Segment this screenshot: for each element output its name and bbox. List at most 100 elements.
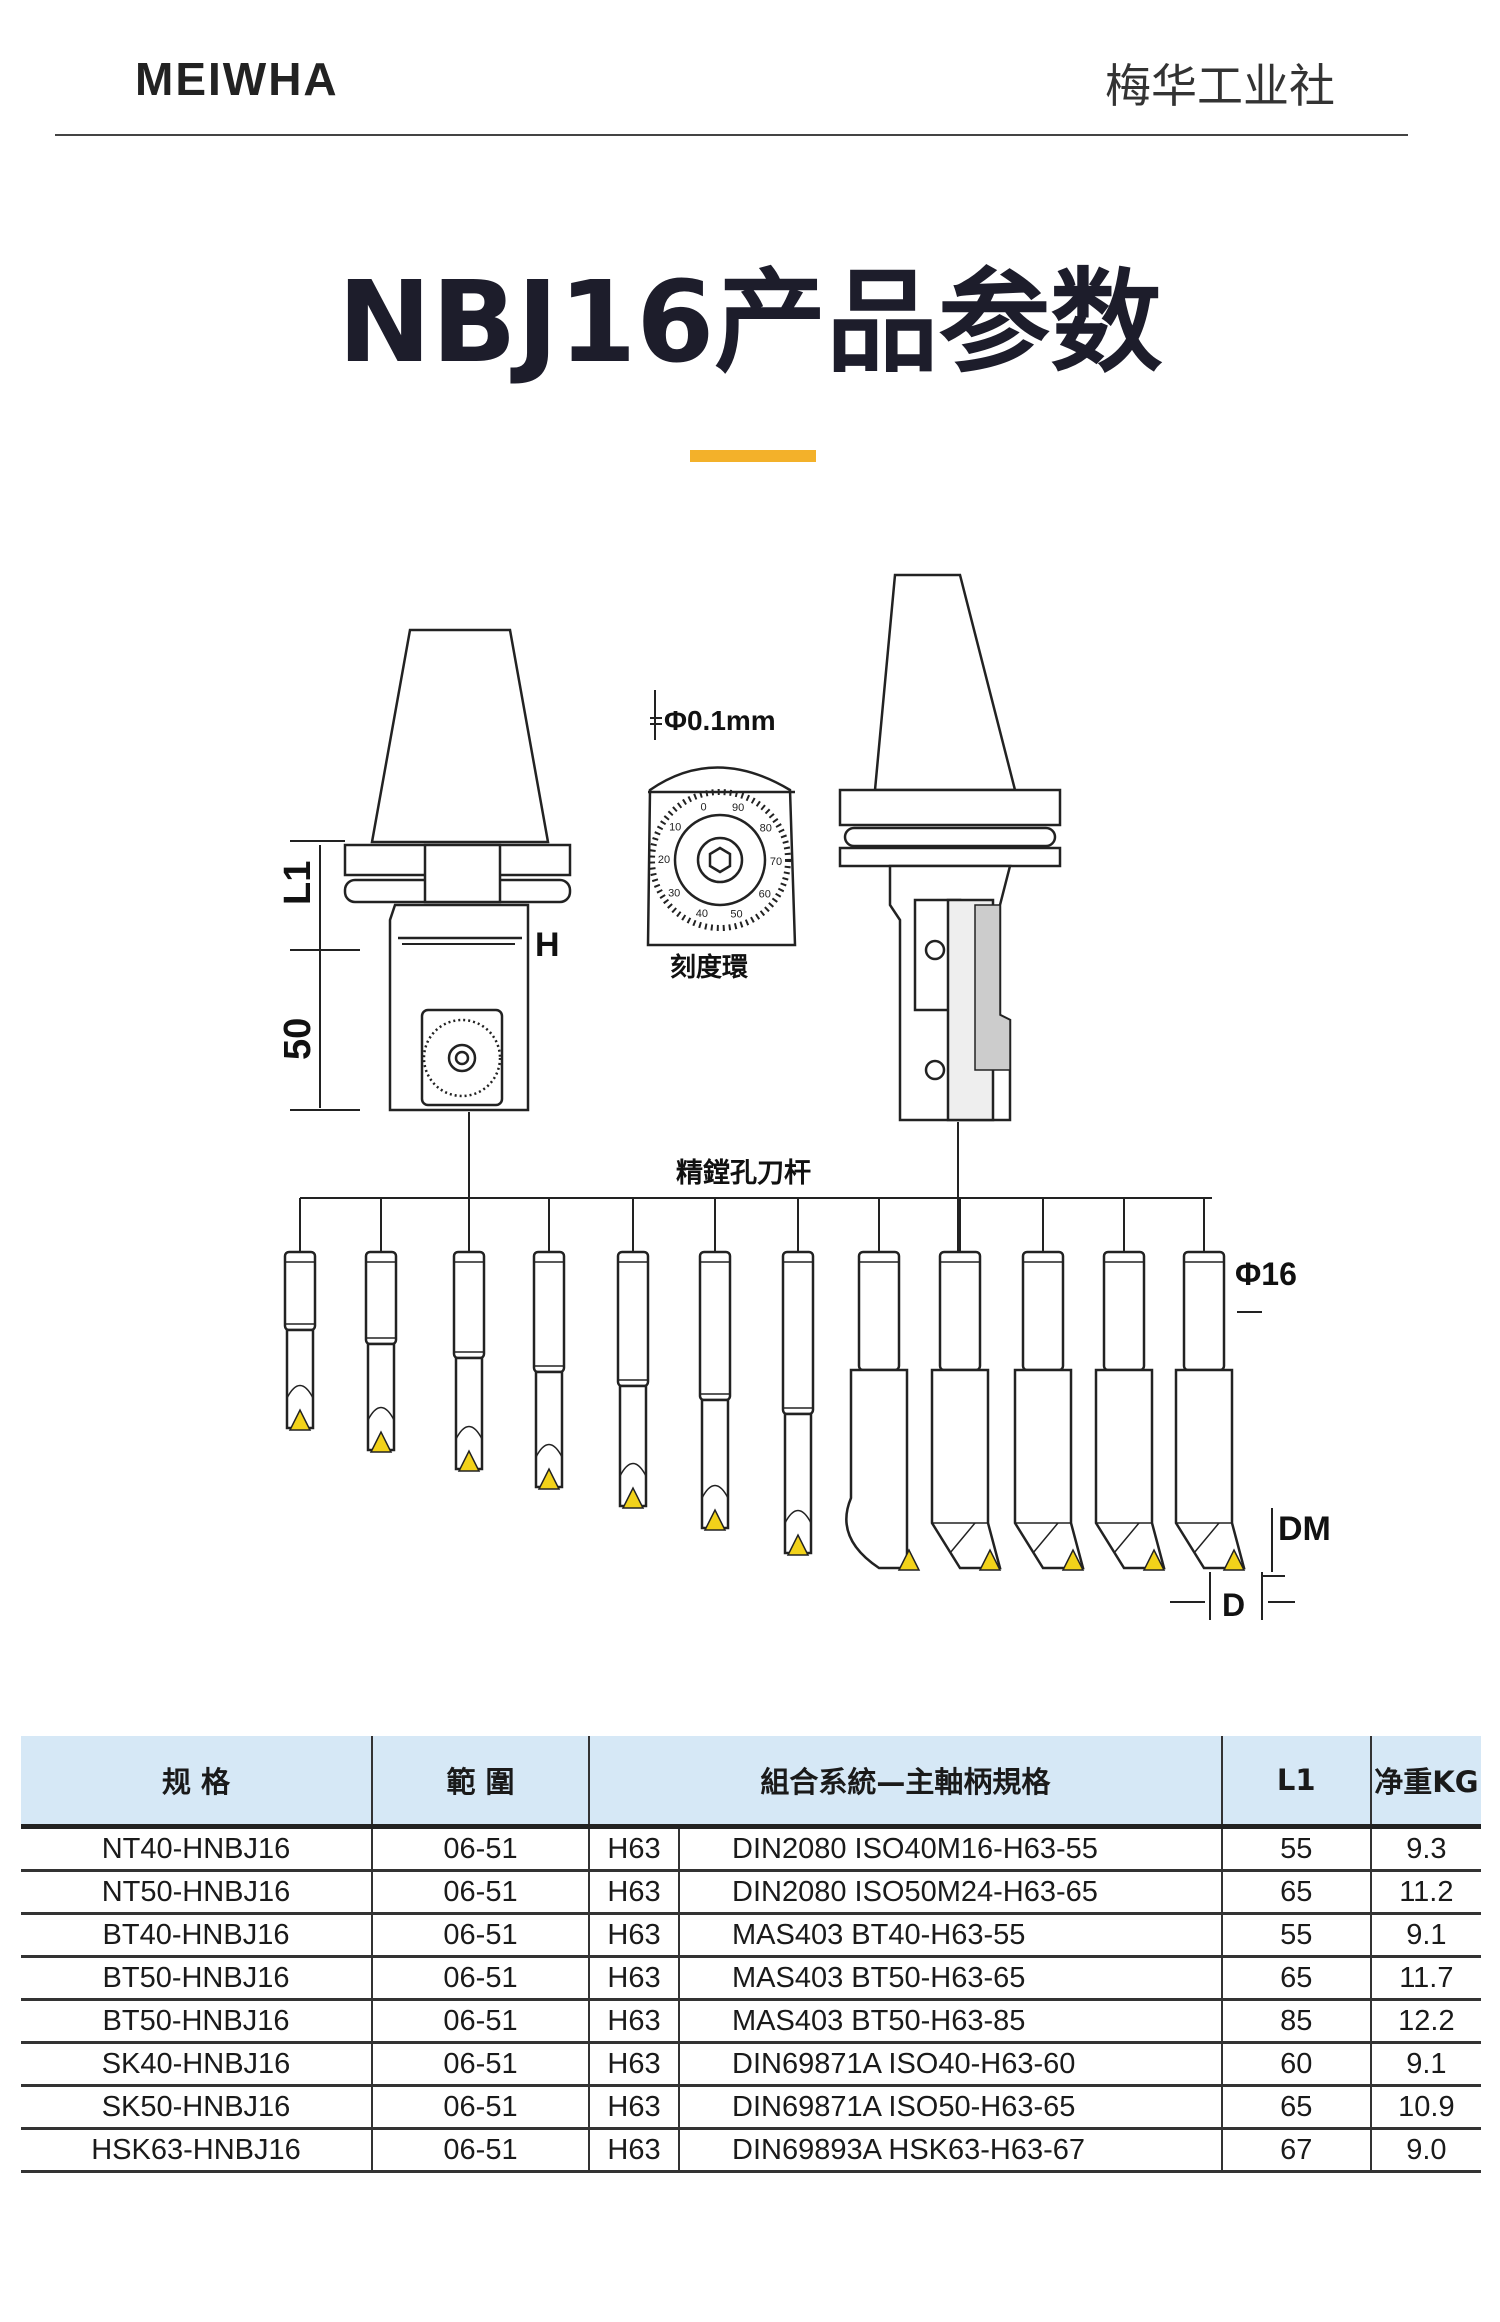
cell-weight: 11.2 — [1369, 1870, 1481, 1915]
header-system-shank: 組合系統—主軸柄規格 — [588, 1736, 1222, 1829]
dim-label-50: 50 — [277, 1018, 319, 1060]
dial-ring-detail — [646, 690, 797, 947]
dim-label-dm: DM — [1278, 1510, 1331, 1548]
insert-icon — [457, 1449, 481, 1472]
boring-bar — [1013, 1198, 1085, 1571]
dim-label-phi16: Φ16 — [1235, 1256, 1297, 1292]
cell-range: 06-51 — [371, 1913, 589, 1958]
cell-shank-spec: MAS403 BT50-H63-65 — [678, 1956, 1222, 2001]
cell-range: 06-51 — [371, 2128, 589, 2173]
dim-label-l1: L1 — [277, 861, 319, 905]
cell-range: 06-51 — [371, 1826, 589, 1872]
left-tool-holder — [343, 628, 572, 1112]
cell-l1: 55 — [1220, 1826, 1371, 1872]
cell-shank-spec: DIN2080 ISO40M16-H63-55 — [678, 1826, 1222, 1872]
header-weight: 净重KG — [1369, 1736, 1481, 1829]
dial-number: 0 — [700, 802, 706, 814]
boring-bar — [698, 1198, 732, 1531]
header-range: 範 圍 — [371, 1736, 589, 1829]
cell-shank-spec: DIN69893A HSK63-H63-67 — [678, 2128, 1222, 2173]
boring-bar — [452, 1198, 486, 1472]
table-header-row: 规 格 範 圍 組合系統—主軸柄規格 L1 净重KG — [21, 1736, 1481, 1829]
cell-range: 06-51 — [371, 1870, 589, 1915]
cell-system: H63 — [588, 2042, 679, 2087]
cell-l1: 55 — [1220, 1913, 1371, 1958]
boring-bars — [283, 1198, 1246, 1571]
cell-spec-name: SK40-HNBJ16 — [21, 2042, 372, 2087]
dial-number: 90 — [732, 802, 744, 814]
boring-bars-label: 精鏜孔刀杆 — [676, 1157, 811, 1188]
insert-icon — [1222, 1548, 1246, 1571]
boring-bar — [283, 1198, 317, 1431]
cell-spec-name: NT50-HNBJ16 — [21, 1870, 372, 1915]
cell-weight: 12.2 — [1369, 1999, 1481, 2044]
cell-weight: 9.0 — [1369, 2128, 1481, 2173]
insert-icon — [897, 1548, 921, 1571]
brand-chinese-name: 梅华工业社 — [1105, 59, 1335, 113]
cell-l1: 65 — [1220, 2085, 1371, 2130]
dimension-lines-left — [290, 840, 515, 1111]
cell-l1: 60 — [1220, 2042, 1371, 2087]
cell-range: 06-51 — [371, 2085, 589, 2130]
dial-number: 40 — [696, 908, 708, 920]
cell-spec-name: BT50-HNBJ16 — [21, 1999, 372, 2044]
cell-range: 06-51 — [371, 1956, 589, 2001]
dial-number: 80 — [760, 823, 772, 835]
cell-shank-spec: DIN2080 ISO50M24-H63-65 — [678, 1870, 1222, 1915]
dial-ring-label: 刻度環 — [670, 952, 749, 982]
cell-system: H63 — [588, 1913, 679, 1958]
dimension-lines-right — [1170, 1311, 1295, 1620]
cell-shank-spec: MAS403 BT50-H63-85 — [678, 1999, 1222, 2044]
cell-system: H63 — [588, 2128, 679, 2173]
boring-bar — [532, 1198, 566, 1490]
header-l1: L1 — [1220, 1736, 1371, 1829]
dim-label-h: H — [535, 926, 560, 964]
insert-icon — [621, 1486, 645, 1509]
dial-number: 30 — [668, 887, 680, 899]
dial-number: 10 — [669, 821, 681, 833]
cell-system: H63 — [588, 1956, 679, 2001]
cell-range: 06-51 — [371, 2042, 589, 2087]
cell-shank-spec: MAS403 BT40-H63-55 — [678, 1913, 1222, 1958]
cell-weight: 11.7 — [1369, 1956, 1481, 2001]
cell-weight: 9.1 — [1369, 2042, 1481, 2087]
dial-precision-label: Φ0.1mm — [664, 705, 776, 736]
cell-weight: 9.1 — [1369, 1913, 1481, 1958]
cell-weight: 10.9 — [1369, 2085, 1481, 2130]
cell-shank-spec: DIN69871A ISO50-H63-65 — [678, 2085, 1222, 2130]
boring-bar — [364, 1198, 398, 1453]
right-tool-holder — [838, 573, 1062, 1122]
insert-icon — [786, 1533, 810, 1556]
cell-spec-name: NT40-HNBJ16 — [21, 1826, 372, 1872]
boring-bar — [930, 1198, 1002, 1571]
cell-l1: 65 — [1220, 1870, 1371, 1915]
cell-system: H63 — [588, 1826, 679, 1872]
cell-l1: 67 — [1220, 2128, 1371, 2173]
insert-icon — [369, 1430, 393, 1453]
cell-l1: 85 — [1220, 1999, 1371, 2044]
boring-bar — [781, 1198, 815, 1556]
cell-spec-name: SK50-HNBJ16 — [21, 2085, 372, 2130]
insert-icon — [537, 1467, 561, 1490]
dial-number: 20 — [658, 854, 670, 866]
header-divider — [55, 134, 1408, 136]
insert-icon — [1061, 1548, 1085, 1571]
brand-logo: MEIWHA — [135, 53, 339, 105]
dial-number: 50 — [730, 909, 742, 921]
dim-label-d: D — [1222, 1587, 1245, 1623]
cell-system: H63 — [588, 1870, 679, 1915]
boring-bar — [1094, 1198, 1166, 1571]
cell-l1: 65 — [1220, 1956, 1371, 2001]
cell-range: 06-51 — [371, 1999, 589, 2044]
